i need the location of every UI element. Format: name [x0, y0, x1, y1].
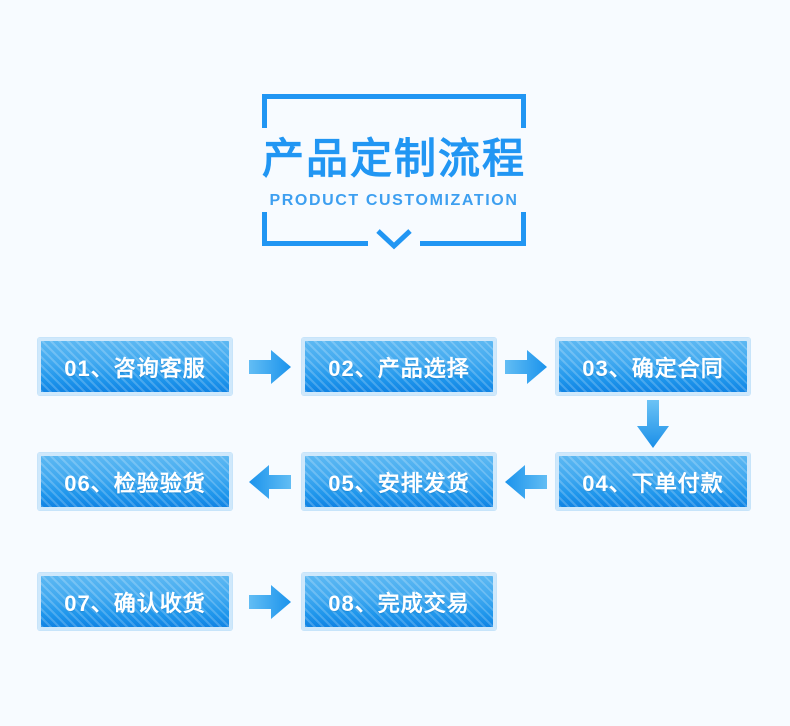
page-subtitle: PRODUCT CUSTOMIZATION [269, 192, 519, 209]
step-box-05[interactable]: 05、安排发货 [302, 453, 496, 510]
arrow-right-icon [505, 350, 547, 384]
step-box-02[interactable]: 02、产品选择 [302, 338, 496, 395]
step-box-06[interactable]: 06、检验验货 [38, 453, 232, 510]
bracket-bottom-right-line [420, 241, 526, 246]
arrow-right-icon [249, 585, 291, 619]
arrow-left-icon [249, 465, 291, 499]
step-label: 05、安排发货 [328, 470, 470, 496]
step-label: 01、咨询客服 [64, 355, 206, 381]
bracket-top-left-corner [262, 94, 267, 128]
bracket-top-line [262, 94, 526, 99]
page-title: 产品定制流程 [261, 135, 526, 182]
step-box-04[interactable]: 04、下单付款 [556, 453, 750, 510]
step-label: 07、确认收货 [64, 590, 206, 616]
step-box-01[interactable]: 01、咨询客服 [38, 338, 232, 395]
chevron-down-icon [376, 229, 412, 250]
header-block: 产品定制流程 PRODUCT CUSTOMIZATION [258, 94, 530, 250]
step-label: 02、产品选择 [328, 355, 470, 381]
step-label: 08、完成交易 [328, 590, 470, 616]
arrow-left-icon [505, 465, 547, 499]
step-box-03[interactable]: 03、确定合同 [556, 338, 750, 395]
step-box-07[interactable]: 07、确认收货 [38, 573, 232, 630]
bracket-bottom-left-corner [262, 212, 267, 246]
step-label: 04、下单付款 [582, 470, 724, 496]
arrow-down-icon [637, 400, 669, 448]
bracket-top-right-corner [521, 94, 526, 128]
step-box-08[interactable]: 08、完成交易 [302, 573, 496, 630]
arrow-right-icon [249, 350, 291, 384]
bracket-bottom-right-corner [521, 212, 526, 246]
step-label: 06、检验验货 [64, 470, 206, 496]
bracket-bottom-left-line [262, 241, 368, 246]
step-label: 03、确定合同 [582, 355, 724, 381]
